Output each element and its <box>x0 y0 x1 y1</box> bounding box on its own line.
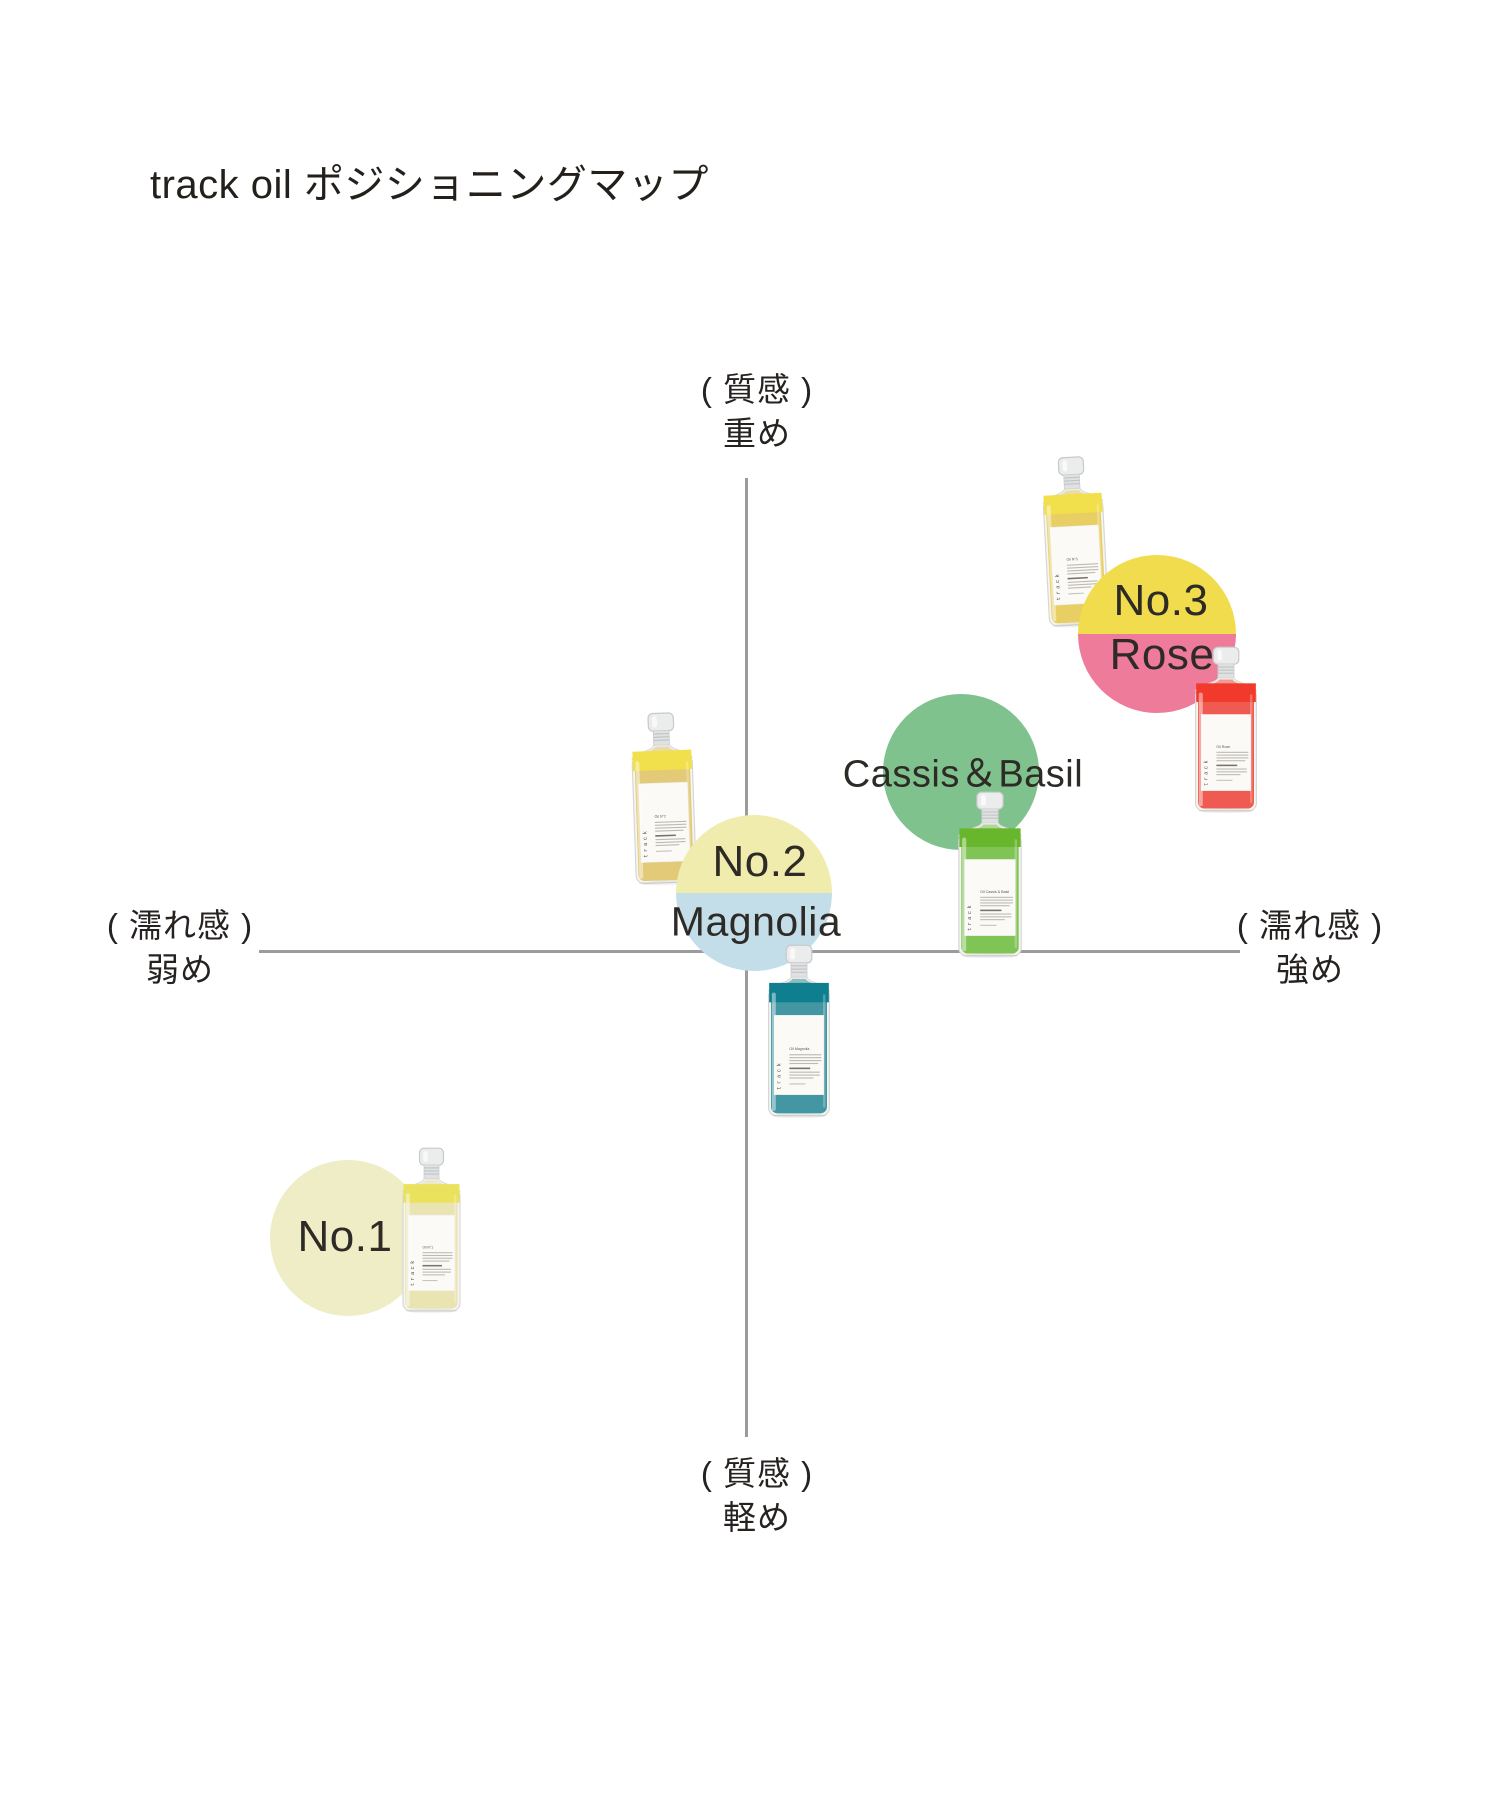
axis-label-bottom-line1: ( 質感 ) <box>700 1455 814 1492</box>
axis-label-right: ( 濡れ感 ) 強め <box>1237 904 1383 992</box>
bubble-label: Cassis＆Basil <box>842 753 1084 796</box>
svg-text:Oil N°3: Oil N°3 <box>1066 557 1077 562</box>
bubble-label: Rose <box>1109 630 1215 679</box>
axis-label-right-line1: ( 濡れ感 ) <box>1236 907 1384 944</box>
svg-text:track: track <box>641 829 649 858</box>
bubble-label: No.2 <box>712 837 808 886</box>
axis-label-top: ( 質感 ) 重め <box>701 368 813 456</box>
bottle-rose: track Oil Rose <box>1186 646 1266 814</box>
axis-label-left-line1: ( 濡れ感 ) <box>106 907 254 944</box>
svg-text:Oil Rose: Oil Rose <box>1216 745 1230 749</box>
bubble-cassis-basil: Cassis＆Basil <box>843 694 1083 850</box>
svg-text:track: track <box>1054 572 1062 601</box>
svg-text:track: track <box>1203 758 1210 786</box>
bubble-no1: No.1 <box>270 1160 426 1316</box>
bubble-label: No.3 <box>1113 576 1209 625</box>
axis-label-left: ( 濡れ感 ) 弱め <box>107 904 253 992</box>
bubble-label: Magnolia <box>670 898 842 945</box>
page-title: track oil ポジショニングマップ <box>150 163 709 207</box>
bottle-no1: track Oil N°1 <box>394 1147 469 1314</box>
axis-label-left-line2: 弱め <box>145 951 214 988</box>
svg-text:Oil N°1: Oil N°1 <box>423 1245 434 1249</box>
bottle-magnolia: track Oil Magnolia <box>759 944 839 1119</box>
svg-text:track: track <box>410 1258 416 1286</box>
axis-label-top-line1: ( 質感 ) <box>700 371 814 408</box>
svg-text:track: track <box>776 1061 783 1090</box>
bubble-label: No.1 <box>297 1212 393 1261</box>
bottle-no2: track Oil N°2 <box>621 711 706 888</box>
svg-text:Oil Cassis & Basil: Oil Cassis & Basil <box>980 890 1009 894</box>
axis-label-right-line2: 強め <box>1275 951 1344 988</box>
svg-text:Oil N°2: Oil N°2 <box>655 814 666 818</box>
bottle-cassis-basil: track Oil Cassis & Basil <box>949 791 1031 959</box>
svg-text:track: track <box>966 903 973 931</box>
svg-text:Oil Magnolia: Oil Magnolia <box>789 1047 809 1051</box>
axis-label-top-line2: 重め <box>722 415 791 452</box>
axis-label-bottom-line2: 軽め <box>722 1499 791 1536</box>
axis-label-bottom: ( 質感 ) 軽め <box>701 1452 813 1540</box>
